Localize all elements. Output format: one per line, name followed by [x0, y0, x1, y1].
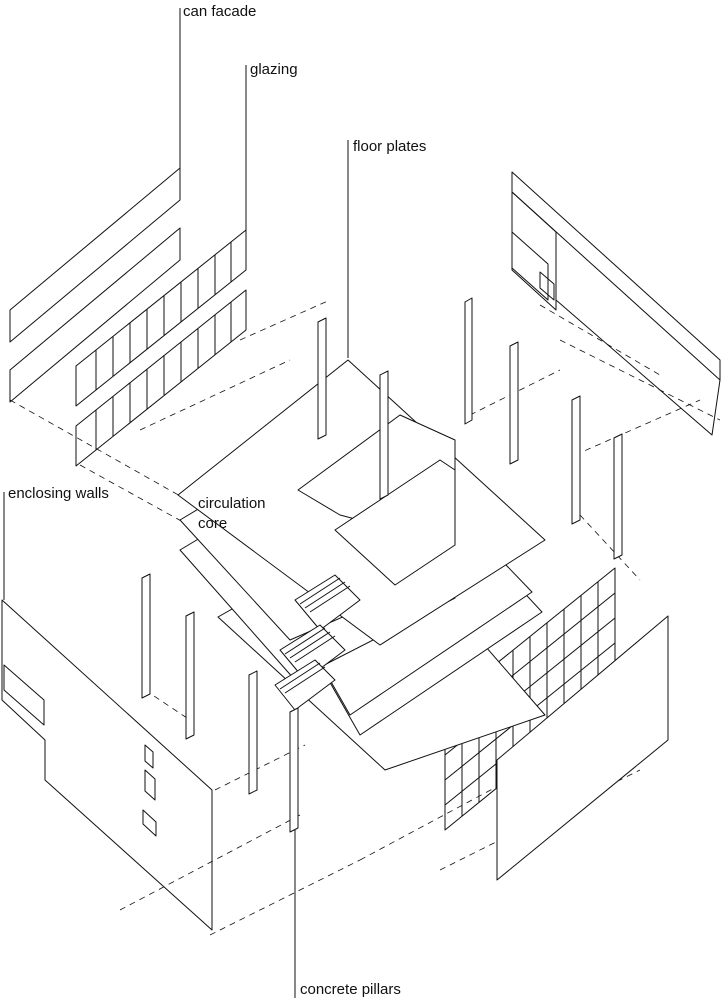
label-concrete-pillars: concrete pillars — [300, 981, 401, 998]
enclosing-wall-right-upper — [511, 171, 721, 436]
label-glazing: glazing — [250, 61, 298, 78]
circulation-core-stairs — [274, 574, 361, 711]
label-circulation-core: circulation core — [198, 494, 288, 534]
floor-plates — [177, 359, 546, 771]
enclosing-wall-left — [1, 599, 213, 931]
label-floor-plates: floor plates — [353, 138, 427, 155]
label-circulation-core-line2: core — [198, 515, 228, 532]
glazing-panels — [75, 229, 247, 467]
label-can-facade: can facade — [183, 3, 257, 20]
enclosing-wall-right-lower — [496, 615, 669, 881]
can-facade-panels — [9, 167, 181, 403]
concrete-pillars — [141, 297, 623, 833]
dashed-alignment-lines — [9, 299, 721, 936]
label-circulation-core-line1: circulation — [198, 495, 266, 512]
label-enclosing-walls: enclosing walls — [8, 485, 109, 502]
leader-lines — [3, 8, 349, 998]
